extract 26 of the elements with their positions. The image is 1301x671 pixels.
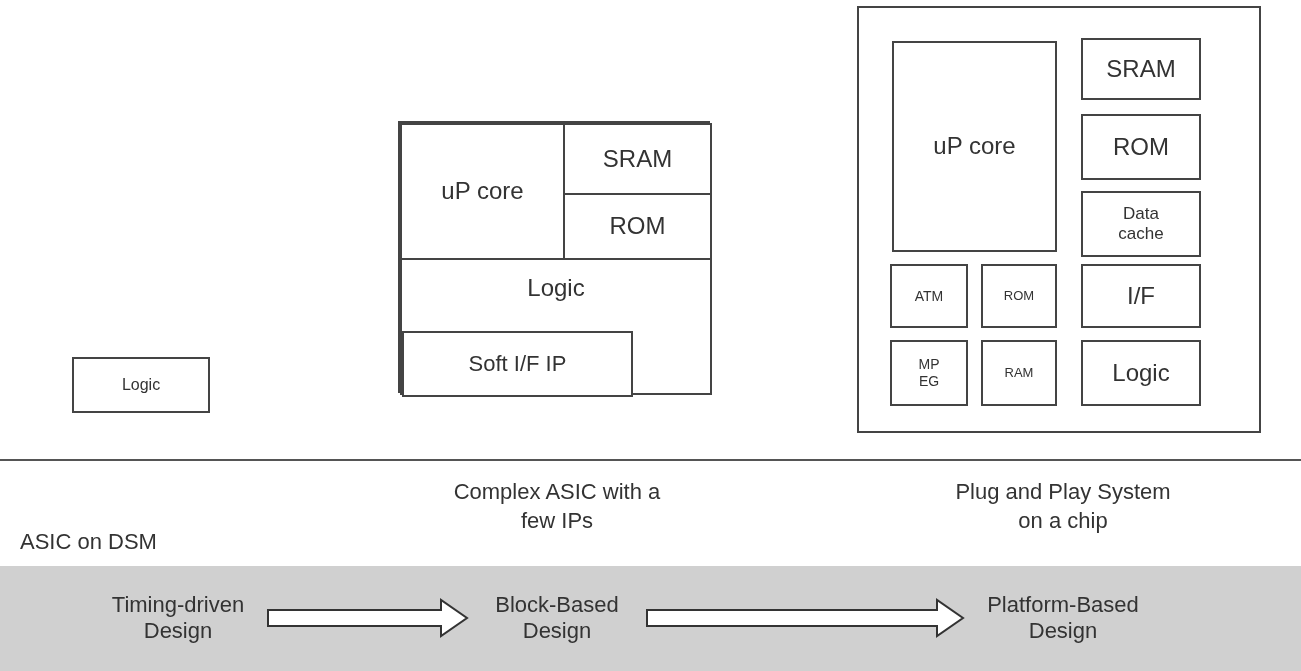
interface-block: I/F [1081, 264, 1201, 328]
block-arrow [267, 598, 469, 638]
memory-block: RAM [981, 340, 1057, 406]
processor-core-block: uP core [400, 123, 565, 260]
block-label: Logic [526, 274, 586, 303]
stage-label: Block-Based Design [467, 578, 647, 658]
platform-chip [857, 6, 1261, 433]
cache-block: Data cache [1081, 191, 1201, 257]
block-arrow [646, 598, 965, 638]
logic-block: Logic [1081, 340, 1201, 406]
stage-band [0, 566, 1301, 671]
design-era-label: ASIC on DSM [20, 528, 158, 556]
design-era-label: Plug and Play System on a chip [954, 478, 1172, 535]
processor-core-block: uP core [892, 41, 1057, 252]
stage-label: Timing-driven Design [88, 578, 268, 658]
interface-ip-block: Soft I/F IP [402, 331, 633, 397]
logic-block: Logic [72, 357, 210, 413]
memory-block: ROM [1081, 114, 1201, 180]
memory-block: SRAM [1081, 38, 1201, 100]
design-era-label: Complex ASIC with a few IPs [452, 478, 662, 535]
memory-block: SRAM [563, 123, 712, 195]
stage-label: Platform-Based Design [963, 578, 1163, 658]
memory-block: ROM [981, 264, 1057, 328]
atm-block: ATM [890, 264, 968, 328]
mpeg-block: MP EG [890, 340, 968, 406]
logic-block [400, 258, 712, 395]
